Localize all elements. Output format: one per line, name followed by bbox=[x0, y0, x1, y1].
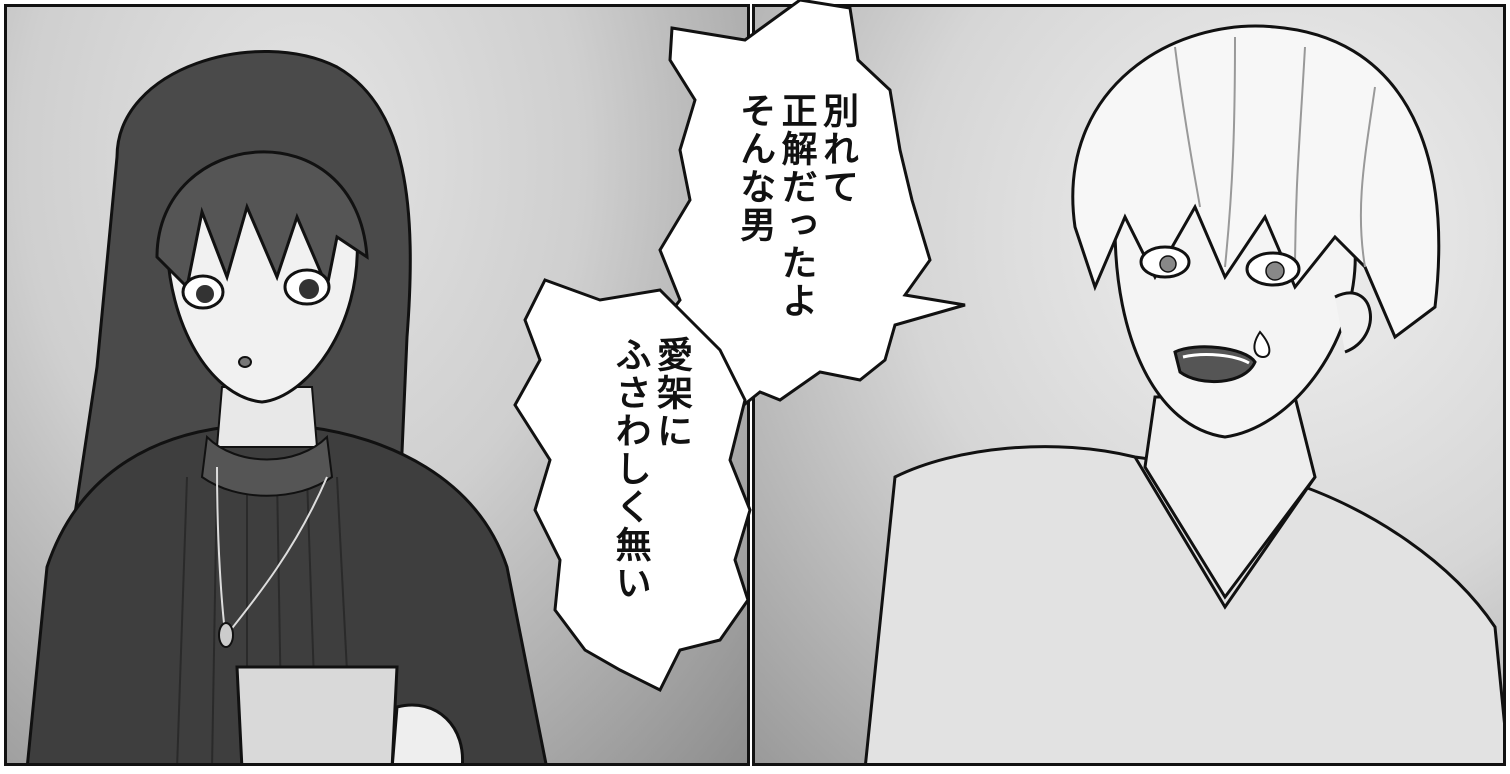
man-illustration bbox=[864, 24, 1503, 763]
dialogue-line: ふさわしく無い bbox=[609, 336, 651, 602]
teeth bbox=[1182, 353, 1250, 365]
speech-bubble-1-text: 別れて 正解だったよ そんな男 bbox=[722, 92, 858, 342]
speech-bubble-2-text: 愛架に ふさわしく無い bbox=[596, 336, 692, 636]
dialogue-line: 正解だったよ bbox=[775, 92, 817, 320]
drinking-glass bbox=[235, 665, 399, 763]
dialogue-line: そんな男 bbox=[734, 92, 776, 244]
right-panel bbox=[752, 4, 1506, 766]
bangs bbox=[155, 150, 369, 293]
dialogue-line: 愛架に bbox=[651, 336, 692, 450]
dialogue-line: 別れて bbox=[817, 92, 858, 206]
hand bbox=[390, 703, 465, 763]
pendant bbox=[218, 622, 234, 648]
left-iris bbox=[1159, 255, 1177, 273]
woman-illustration bbox=[26, 49, 548, 763]
right-iris bbox=[299, 279, 319, 299]
necklace bbox=[216, 466, 328, 633]
hair-strands bbox=[1174, 36, 1376, 278]
v-neck bbox=[1133, 456, 1317, 610]
ear bbox=[1334, 291, 1372, 354]
mouth bbox=[238, 356, 252, 368]
left-iris bbox=[196, 285, 214, 303]
right-iris bbox=[1265, 261, 1285, 281]
mouth bbox=[1173, 345, 1257, 384]
collar bbox=[200, 434, 334, 497]
sweat-drop bbox=[1253, 330, 1271, 359]
